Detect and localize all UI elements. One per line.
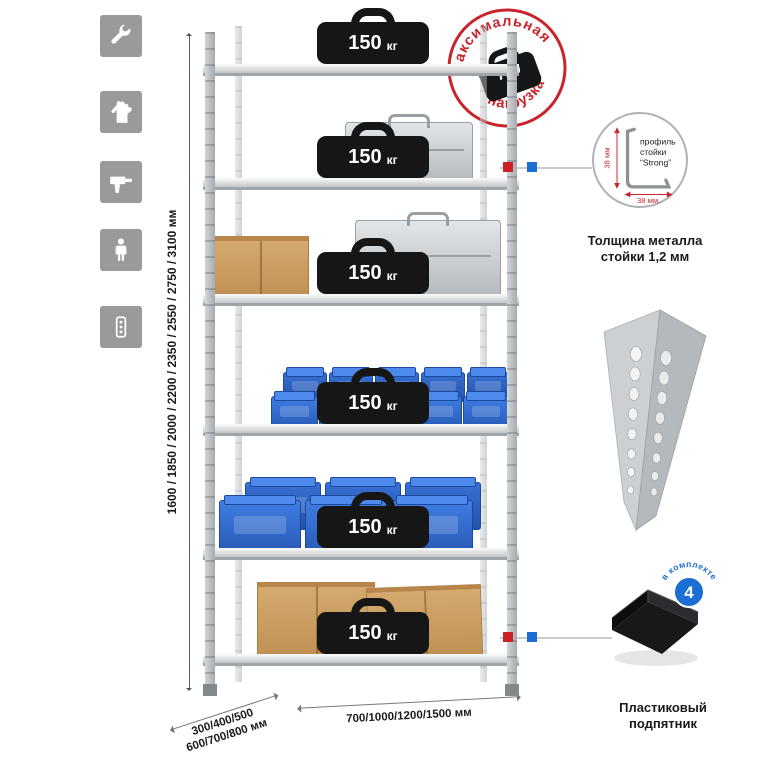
height-dimension-line — [186, 33, 192, 691]
shelf — [203, 294, 519, 306]
top-red-marker — [503, 162, 513, 172]
shelf-load-badge: 150 кг — [317, 22, 429, 64]
top-blue-marker — [527, 162, 537, 172]
profile-caption: Толщина металла стойки 1,2 мм — [577, 233, 713, 266]
load-value: 150 — [348, 261, 382, 284]
top-detail-connector-line — [500, 167, 592, 169]
upright-post-back-left — [235, 26, 242, 682]
fastener-strip-icon — [100, 306, 142, 348]
glove-icon — [100, 91, 142, 133]
profile-label-3: “Strong” — [640, 158, 671, 168]
load-value: 150 — [348, 31, 382, 54]
load-unit: кг — [386, 38, 398, 53]
rack-foot-left — [203, 684, 217, 696]
depth-options-label: 300/400/500 600/700/800 мм — [154, 695, 296, 765]
wrench-icon — [100, 15, 142, 57]
bottom-blue-marker — [527, 632, 537, 642]
foot-caption-line1: Пластиковый — [619, 700, 707, 715]
person-icon — [100, 229, 142, 271]
load-value: 150 — [348, 391, 382, 414]
profile-label-1: профиль — [640, 137, 676, 147]
plastic-bin — [219, 495, 301, 552]
upright-post-right — [507, 32, 517, 692]
width-options-label: 700/1000/1200/1500 мм — [345, 706, 473, 726]
bottom-red-marker — [503, 632, 513, 642]
profile-label-2: стойки — [640, 147, 667, 157]
shelf — [203, 64, 519, 76]
cardboard-box — [211, 236, 309, 298]
foot-caption-line2: подпятник — [628, 716, 698, 732]
shelf — [203, 654, 519, 666]
profile-caption-line2: стойки 1,2 мм — [600, 249, 690, 265]
shelf — [203, 548, 519, 560]
upright-post-left — [205, 32, 215, 692]
shelving-rack: 150 кг 150 кг 150 кг 150 кг 150 кг 150 кг — [203, 22, 519, 696]
shelf-load-badge: 150 кг — [317, 382, 429, 424]
plastic-bin — [463, 391, 509, 428]
plastic-foot-image — [611, 589, 699, 666]
upright-post-back-right — [480, 26, 487, 682]
load-unit: кг — [386, 152, 398, 167]
profile-horizontal-dim-label: 38 мм. — [637, 196, 660, 205]
profile-vertical-dim-label: 38 мм — [602, 147, 611, 168]
drill-icon — [100, 161, 142, 203]
load-unit: кг — [386, 398, 398, 413]
shelf-load-badge: 150 кг — [317, 506, 429, 548]
load-value: 150 — [348, 515, 382, 538]
load-unit: кг — [386, 522, 398, 537]
included-count-value: 4 — [684, 583, 694, 602]
shelf — [203, 178, 519, 190]
included-count-badge: в комплекте 4 — [659, 559, 719, 608]
foot-caption: Пластиковый подпятник — [598, 700, 728, 733]
post-profile-detail: 38 мм 38 мм. профиль стойки “Strong” — [592, 112, 688, 208]
plastic-bin — [271, 391, 318, 428]
perforated-angle-post-image — [603, 309, 707, 532]
height-options-label: 1600 / 1850 / 2000 / 2200 / 2350 / 2550 … — [165, 209, 179, 515]
load-value: 150 — [348, 621, 382, 644]
rack-foot-right — [505, 684, 519, 696]
load-unit: кг — [386, 268, 398, 283]
bottom-detail-connector-line — [500, 637, 612, 639]
shelf — [203, 424, 519, 436]
shelf-load-badge: 150 кг — [317, 252, 429, 294]
shelf-load-badge: 150 кг — [317, 612, 429, 654]
profile-caption-line1: Толщина металла — [587, 233, 703, 248]
shelf-load-badge: 150 кг — [317, 136, 429, 178]
load-value: 150 — [348, 145, 382, 168]
load-unit: кг — [386, 628, 398, 643]
